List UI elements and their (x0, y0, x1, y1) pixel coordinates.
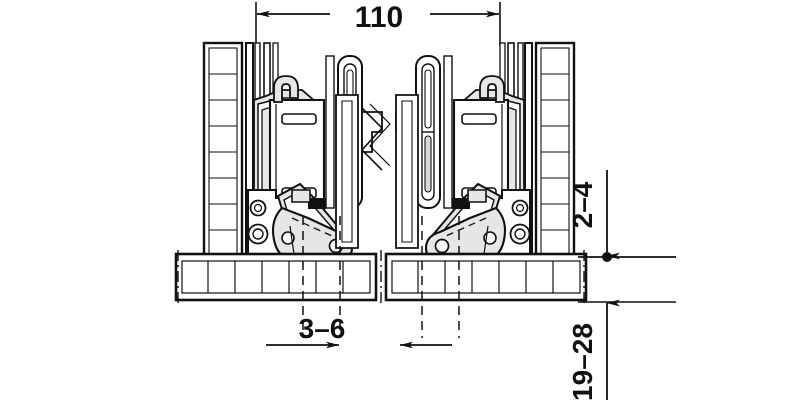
dimension-label-110: 110 (355, 1, 403, 34)
dimension-2-4: 2–4 (567, 170, 620, 260)
dimension-label-19-28: 19–28 (567, 323, 598, 400)
centre-break-line (360, 103, 391, 171)
drawer-bottom-panel-left (174, 252, 378, 302)
dimension-110: 110 (255, 1, 501, 46)
dimension-19-28: 19–28 (567, 299, 620, 400)
dimension-3-6: 3–6 (266, 313, 452, 349)
projection-lines-3-6 (302, 216, 460, 338)
drawer-bottom-panel-right (384, 252, 588, 302)
dimension-label-3-6: 3–6 (299, 313, 346, 344)
dimension-label-2-4: 2–4 (567, 181, 598, 228)
centre-upright-panels (335, 94, 419, 249)
panel-centreline (177, 250, 585, 305)
